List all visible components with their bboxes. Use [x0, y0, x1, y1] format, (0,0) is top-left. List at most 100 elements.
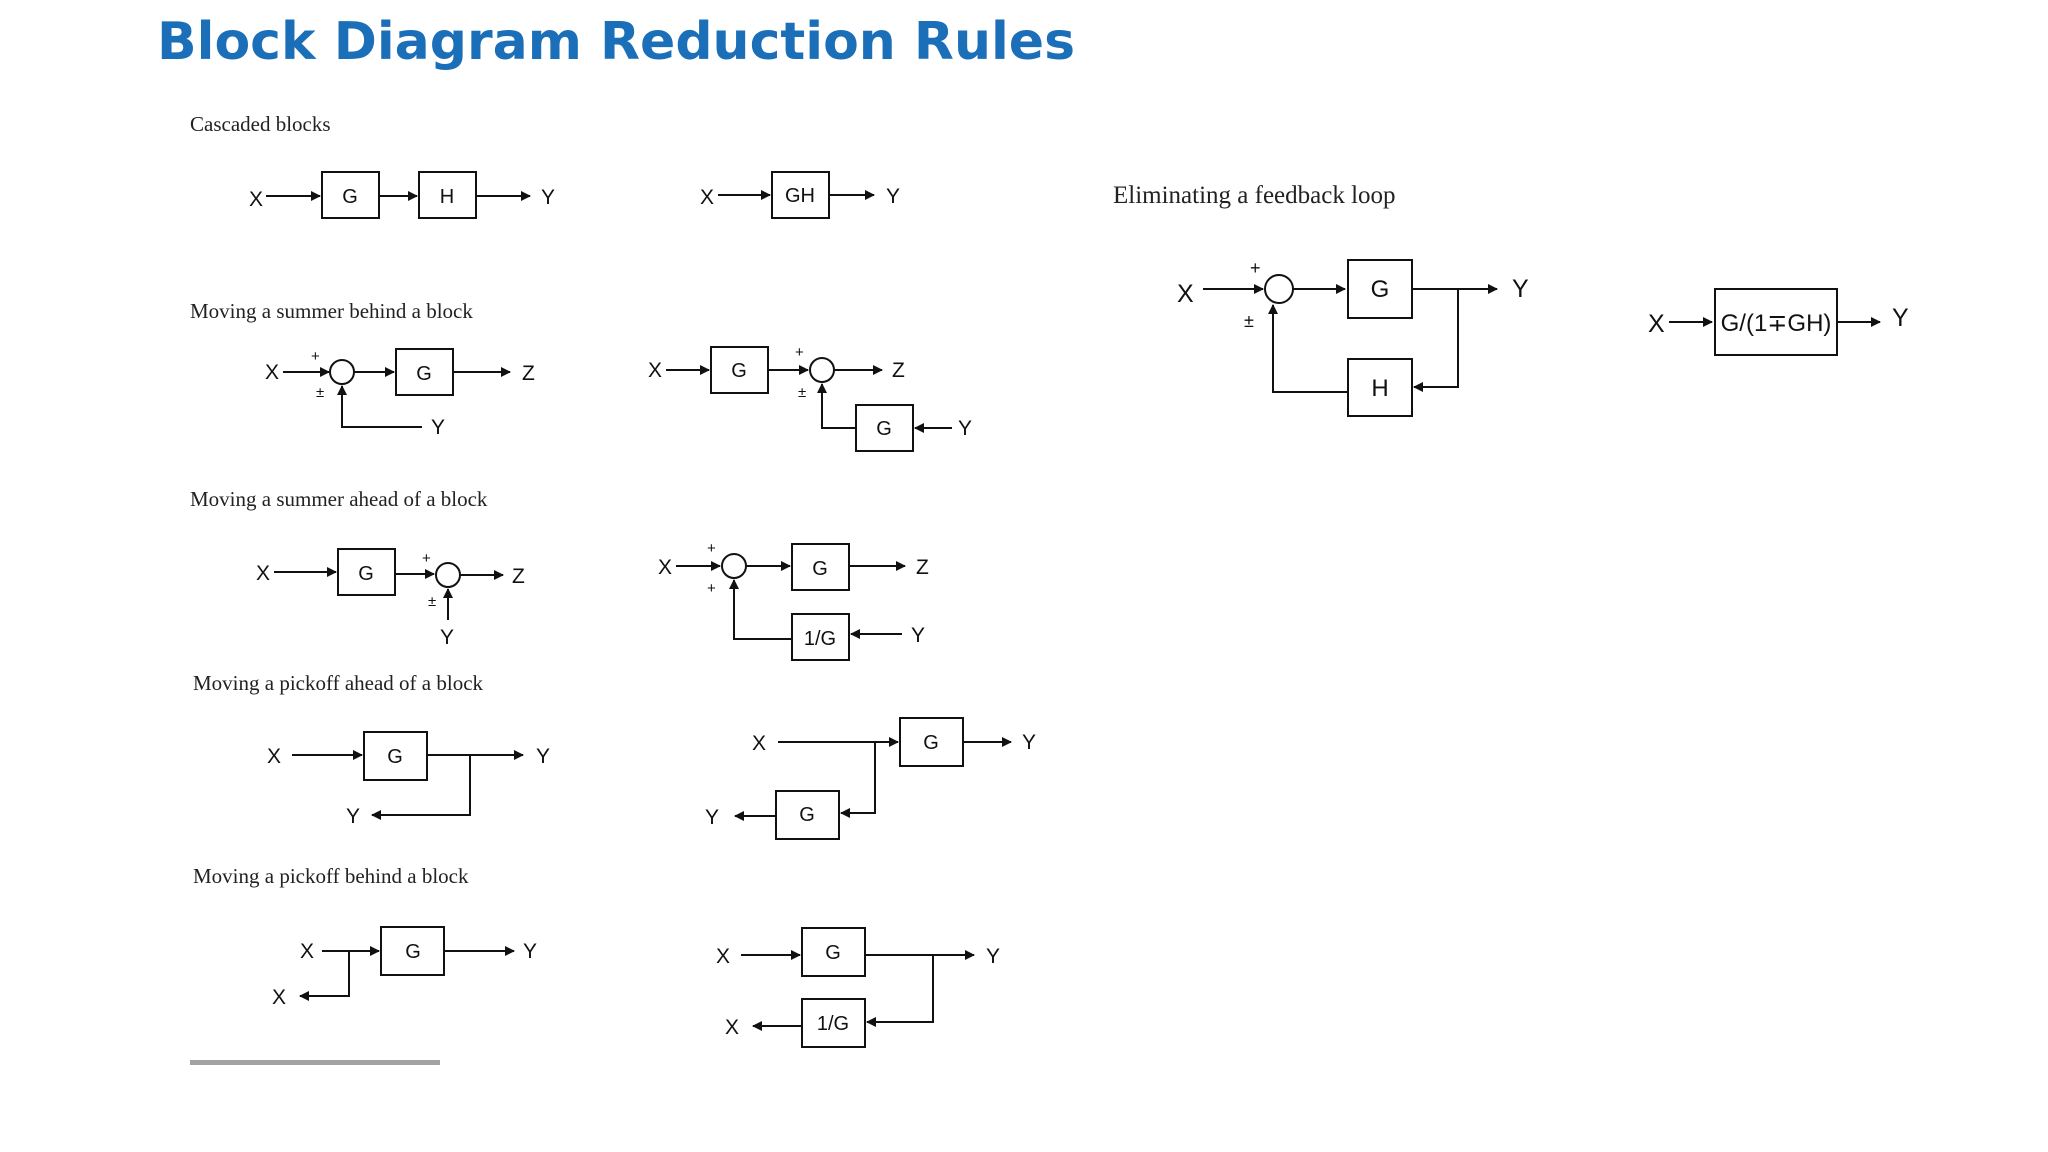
- page-title: Block Diagram Reduction Rules: [157, 12, 1076, 72]
- summing-junction: [721, 553, 747, 579]
- sign-plus-minus: ±: [1244, 311, 1254, 331]
- output-label-y: Y: [705, 806, 719, 829]
- block-gh: [771, 171, 830, 219]
- output-label-x: X: [725, 1016, 739, 1039]
- section-title-feedback: Eliminating a feedback loop: [1113, 182, 1396, 209]
- sign-plus: +: [311, 348, 320, 365]
- block-g-label: G: [342, 186, 358, 208]
- input-label-x: X: [648, 359, 662, 382]
- sign-plus: +: [707, 540, 716, 557]
- pickoff-ahead-equivalent-diagram: X G Y G Y: [705, 717, 1036, 840]
- feedback-loop-original-diagram: X + ± G Y H: [1177, 258, 1529, 417]
- output-label-y: Y: [1022, 731, 1036, 754]
- block-g: [899, 717, 964, 767]
- cascaded-equivalent-diagram: X GH Y: [700, 171, 900, 219]
- output-label-x: X: [272, 986, 286, 1009]
- block-g-label: G: [825, 942, 841, 964]
- output-label-z: Z: [892, 359, 905, 382]
- block-g-label: G: [387, 746, 403, 768]
- truncated-text-line: [190, 1060, 440, 1065]
- block-g: [363, 731, 428, 781]
- sign-plus-minus: ±: [316, 384, 324, 401]
- block-gh-label: GH: [785, 185, 815, 207]
- input-label-x: X: [267, 745, 281, 768]
- input-label-x: X: [752, 732, 766, 755]
- block-g: [321, 171, 380, 219]
- block-inv-g: [791, 613, 850, 661]
- output-label-y: Y: [1892, 304, 1909, 332]
- block-inv-g: [801, 998, 866, 1048]
- input-label-x: X: [249, 188, 263, 211]
- sign-plus: +: [707, 580, 716, 597]
- block-g-label: G: [923, 732, 939, 754]
- output-label-y: Y: [886, 185, 900, 208]
- block-g: [801, 927, 866, 977]
- block-g: [1347, 259, 1413, 319]
- pickoff-behind-original-diagram: X G Y X: [272, 926, 537, 1009]
- input-label-x: X: [1648, 310, 1665, 338]
- sign-plus: +: [1250, 258, 1261, 278]
- output-label-y: Y: [536, 745, 550, 768]
- block-g-label: G: [358, 563, 374, 585]
- input-label-y: Y: [440, 626, 454, 649]
- section-title-pickoff-behind: Moving a pickoff behind a block: [193, 864, 469, 888]
- block-closed-loop: [1714, 288, 1838, 356]
- input-label-y: Y: [431, 416, 445, 439]
- section-title-cascaded: Cascaded blocks: [190, 112, 331, 136]
- output-label-z: Z: [512, 565, 525, 588]
- block-g-label: G: [405, 941, 421, 963]
- summing-junction: [435, 562, 461, 588]
- block-h: [1347, 358, 1413, 417]
- pickoff-behind-equivalent-diagram: X G Y 1/G X: [716, 927, 1000, 1048]
- pickoff-ahead-original-diagram: X G Y Y: [267, 731, 550, 828]
- block-g-label: G: [876, 418, 892, 440]
- input-label-y: Y: [911, 624, 925, 647]
- summer-behind-equivalent-diagram: X G + ± Z G Y: [648, 344, 972, 452]
- sign-plus-minus: ±: [798, 384, 806, 401]
- feedback-loop-equivalent-diagram: X G/(1∓GH) Y: [1648, 288, 1909, 356]
- section-title-summer-behind: Moving a summer behind a block: [190, 299, 473, 323]
- sign-plus: +: [422, 550, 431, 567]
- block-h-label: H: [1371, 375, 1388, 402]
- input-label-x: X: [716, 945, 730, 968]
- summing-junction: [1264, 274, 1294, 304]
- output-label-y: Y: [541, 186, 555, 209]
- input-label-y: Y: [958, 417, 972, 440]
- sign-plus-minus: ±: [428, 593, 436, 610]
- block-inv-g-label: 1/G: [804, 628, 836, 650]
- block-inv-g-label: 1/G: [817, 1013, 849, 1035]
- block-g-label: G: [1371, 276, 1390, 303]
- summing-junction: [809, 357, 835, 383]
- input-label-x: X: [1177, 280, 1194, 308]
- input-label-x: X: [658, 556, 672, 579]
- output-label-y: Y: [1512, 275, 1529, 303]
- block-g: [710, 346, 769, 394]
- input-label-x: X: [300, 940, 314, 963]
- summer-ahead-equivalent-diagram: X + + G Z 1/G Y: [658, 540, 929, 661]
- output-label-y: Y: [523, 940, 537, 963]
- block-closed-loop-label: G/(1∓GH): [1721, 310, 1832, 337]
- input-label-x: X: [265, 361, 279, 384]
- summing-junction: [329, 359, 355, 385]
- cascaded-original-diagram: X G H Y: [249, 171, 555, 219]
- output-label-y: Y: [986, 945, 1000, 968]
- output-label-z: Z: [916, 556, 929, 579]
- sign-plus: +: [795, 344, 804, 361]
- block-g-label: G: [731, 360, 747, 382]
- section-title-summer-ahead: Moving a summer ahead of a block: [190, 487, 488, 511]
- block-g: [855, 404, 914, 452]
- block-g: [337, 548, 396, 596]
- input-label-x: X: [256, 562, 270, 585]
- block-g-label: G: [812, 558, 828, 580]
- output-label-y: Y: [346, 805, 360, 828]
- block-h-label: H: [440, 186, 454, 208]
- input-label-x: X: [700, 186, 714, 209]
- summer-behind-original-diagram: X + ± G Z Y: [265, 348, 535, 439]
- block-g: [395, 348, 454, 396]
- block-g: [380, 926, 445, 976]
- block-g-label: G: [799, 804, 815, 826]
- output-label-z: Z: [522, 362, 535, 385]
- section-title-pickoff-ahead: Moving a pickoff ahead of a block: [193, 671, 484, 695]
- block-g-label: G: [416, 363, 432, 385]
